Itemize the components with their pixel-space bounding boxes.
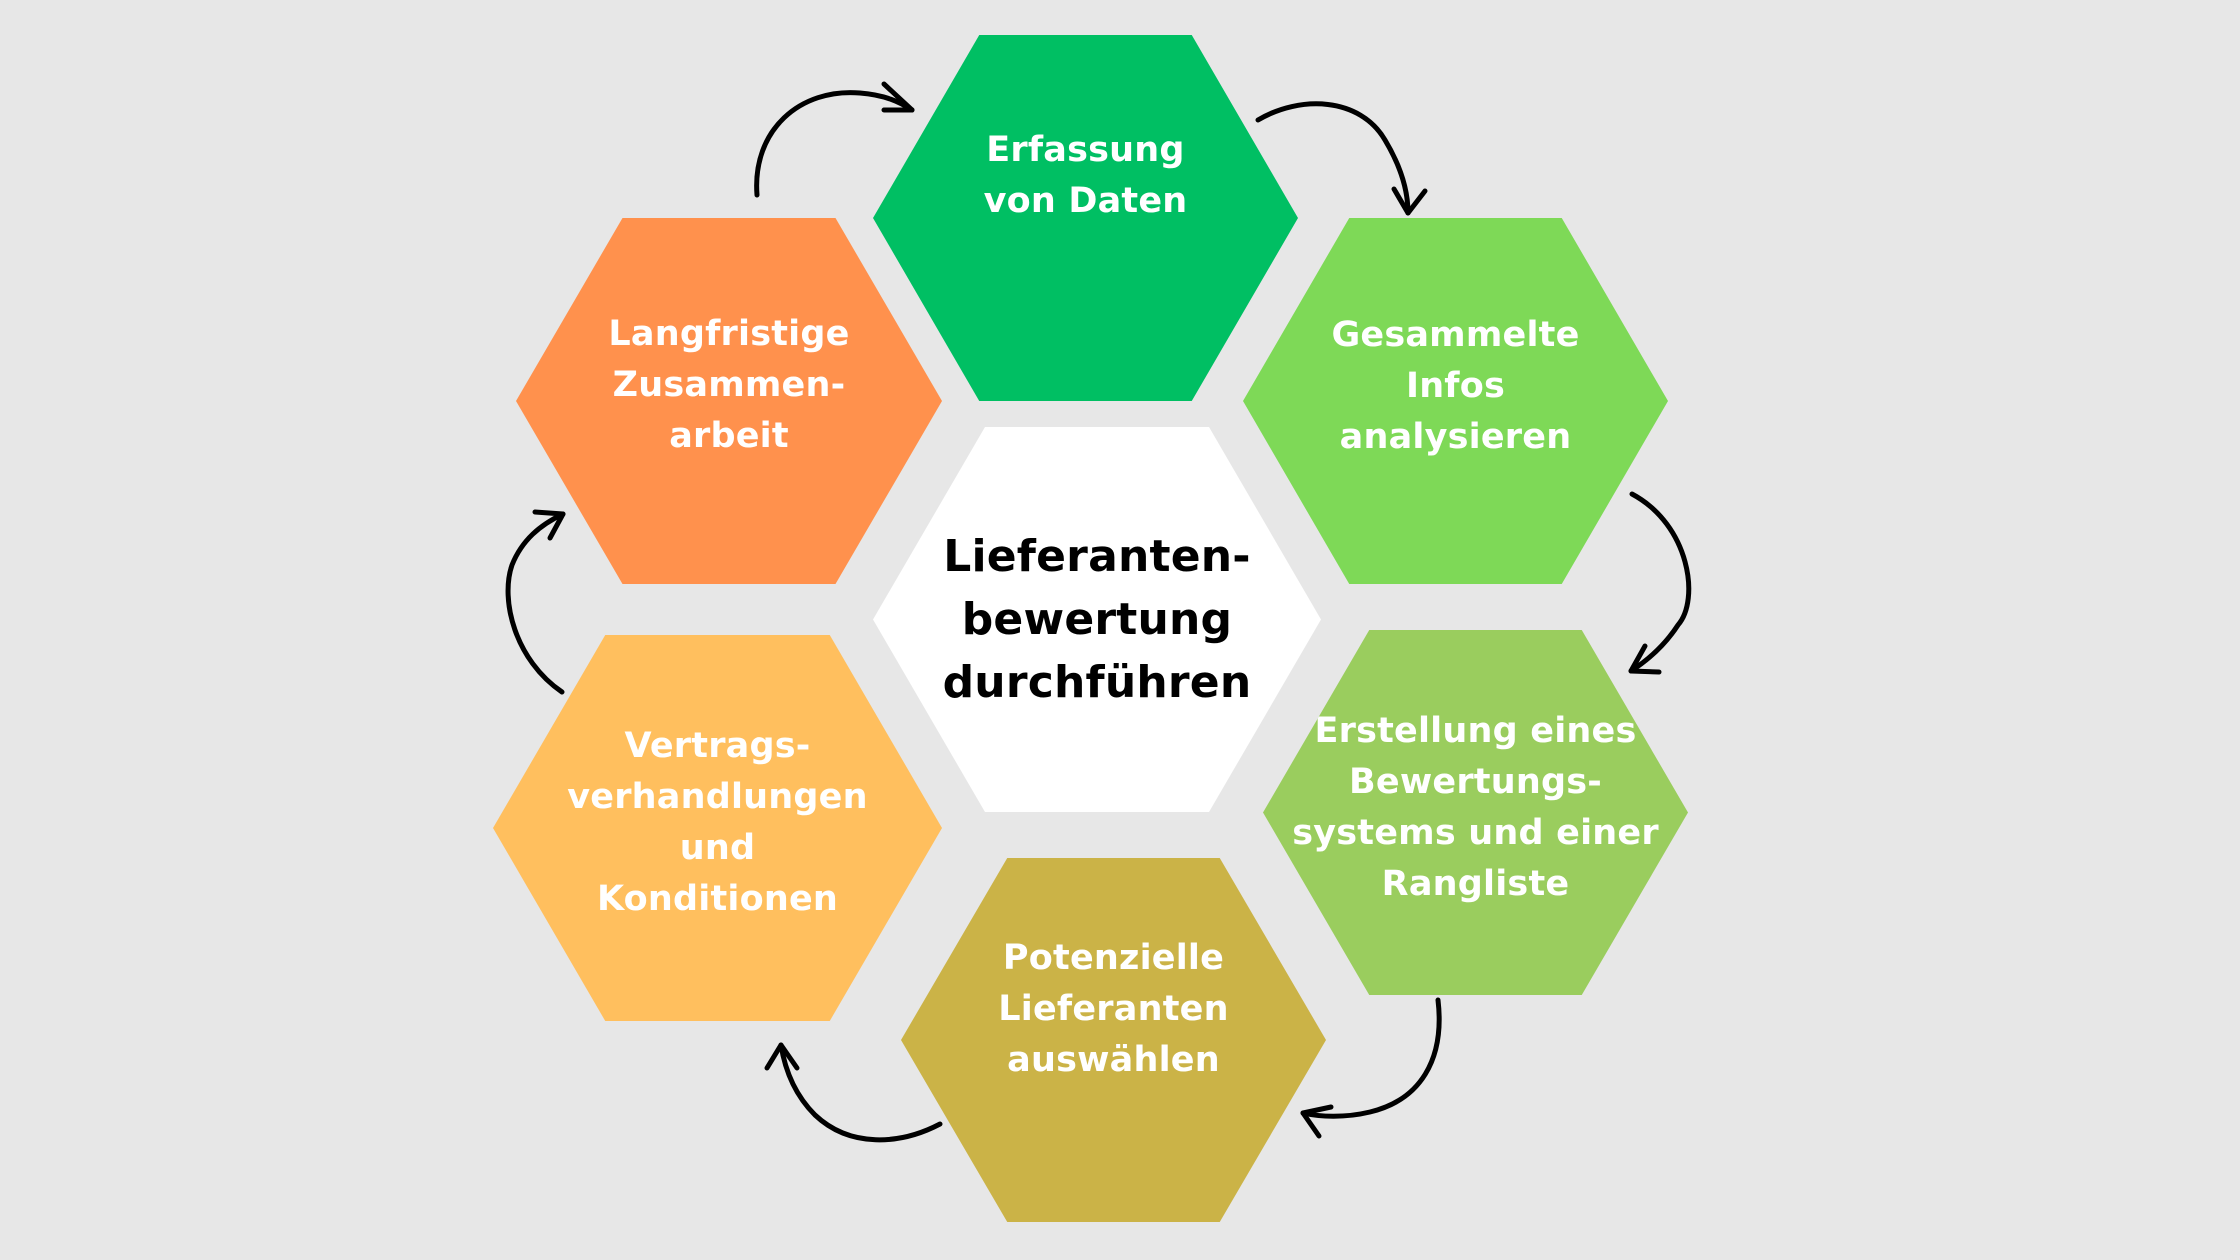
step-hexagon-rating-system: Erstellung eines Bewertungs- systems und…: [1263, 630, 1688, 995]
center-label: Lieferanten- bewertung durchführen: [942, 531, 1252, 708]
curved-arrow-icon: [1628, 491, 1692, 675]
center-hexagon: Lieferanten- bewertung durchführen: [873, 427, 1321, 812]
step-label-long-term-cooperation: Langfristige Zusammen- arbeit: [608, 313, 850, 456]
curved-arrow-icon: [1300, 997, 1442, 1139]
step-label-rating-system: Erstellung eines Bewertungs- systems und…: [1292, 710, 1659, 904]
step-hexagon-select-suppliers: Potenzielle Lieferanten auswählen: [901, 858, 1326, 1222]
curved-arrow-icon: [505, 509, 566, 695]
step-label-select-suppliers: Potenzielle Lieferanten auswählen: [998, 937, 1229, 1080]
curved-arrow-icon: [754, 81, 915, 198]
step-hexagon-contract-negotiation: Vertrags- verhandlungen und Konditionen: [493, 635, 942, 1021]
step-label-contract-negotiation: Vertrags- verhandlungen und Konditionen: [567, 726, 868, 919]
step-hexagon-long-term-cooperation: Langfristige Zusammen- arbeit: [516, 218, 942, 584]
step-hexagon-analyze-info: Gesammelte Infos analysieren: [1243, 218, 1668, 584]
step-label-data-collection: Erfassung von Daten: [983, 130, 1188, 221]
step-hexagon-data-collection: Erfassung von Daten: [873, 35, 1298, 401]
step-label-analyze-info: Gesammelte Infos analysieren: [1331, 314, 1580, 457]
